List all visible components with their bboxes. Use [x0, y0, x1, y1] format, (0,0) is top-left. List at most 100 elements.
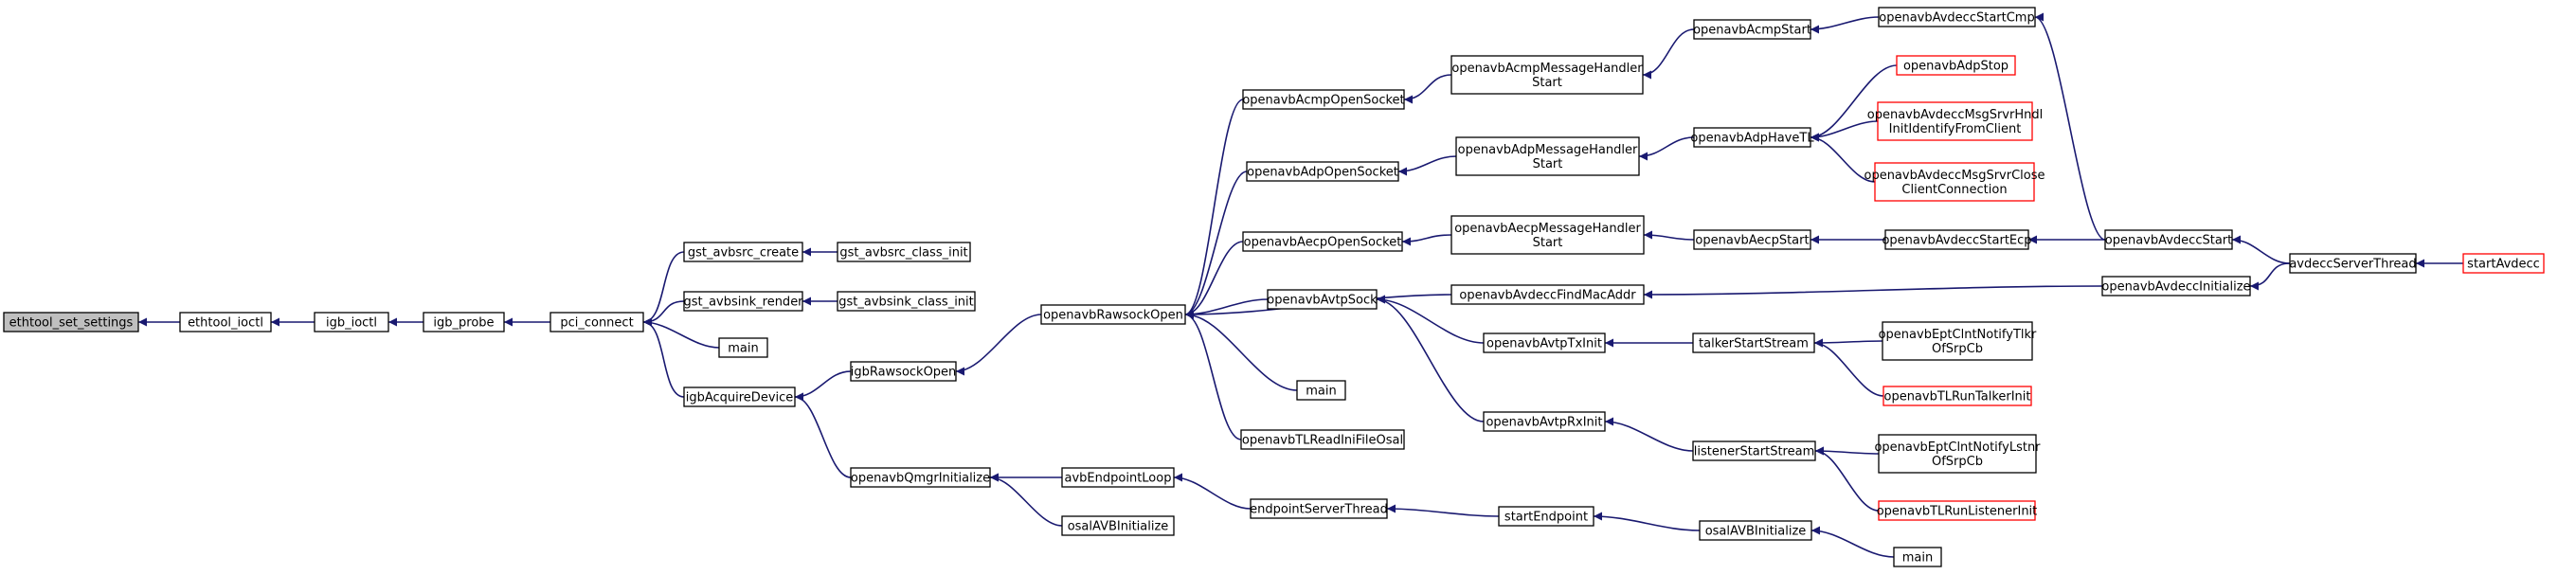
node-box	[683, 242, 803, 262]
node-avdecc-server-thread[interactable]: avdeccServerThread	[2289, 253, 2417, 274]
node-ethtool-ioctl[interactable]: ethtool_ioctl	[179, 312, 272, 332]
node-label: openavbAdpMessageHandler	[1458, 143, 1638, 157]
node-endpoint-server-thread[interactable]: endpointServerThread	[1250, 498, 1388, 519]
node-talker-start-stream[interactable]: talkerStartStream	[1692, 332, 1815, 353]
node-openavb-adp-open-socket[interactable]: openavbAdpOpenSocket	[1246, 161, 1399, 182]
node-box	[549, 312, 644, 332]
node-main-end[interactable]: main	[1893, 547, 1942, 567]
node-box	[1483, 332, 1606, 353]
node-openavb-acmp-start[interactable]: openavbAcmpStart	[1693, 19, 1811, 40]
edge-openavb-avtp-tx-init-to-openavb-avtp-sock	[1376, 295, 1485, 344]
node-box	[1240, 429, 1405, 450]
node-label: ClientConnection	[1901, 183, 2007, 197]
node-openavb-qmgr-initialize[interactable]: openavbQmgrInitialize	[850, 467, 991, 488]
node-openavb-avdecc-start[interactable]: openavbAvdeccStart	[2104, 229, 2233, 250]
node-openavb-avdecc-start-cmp[interactable]: openavbAvdeccStartCmp	[1878, 7, 2036, 27]
edge-layer	[138, 12, 2463, 558]
node-gst-avbsrc-create[interactable]: gst_avbsrc_create	[683, 242, 803, 262]
edge-openavb-acmp-open-socket-to-openavb-rawsock-open	[1184, 99, 1244, 319]
edge-gst-avbsink-render-to-pci-connect	[642, 300, 685, 327]
node-box	[1884, 229, 2029, 250]
edge-openavb-tlrun-listener-init-to-listener-start-stream	[1814, 446, 1880, 512]
edge-openavb-adp-stop-to-openavb-adp-have-tl	[1810, 64, 1898, 142]
edge-openavb-aecp-message-handler-start-to-openavb-aecp-open-socket	[1401, 234, 1452, 246]
edge-openavb-adp-message-handler-start-to-openavb-adp-open-socket	[1397, 155, 1457, 176]
node-openavb-rawsock-open[interactable]: openavbRawsockOpen	[1040, 304, 1186, 325]
node-openavb-avdecc-msg-srvr-hndl-init-identify-from-client[interactable]: openavbAvdeccMsgSrvrHndlInitIdentifyFrom…	[1867, 101, 2043, 141]
node-openavb-aecp-start[interactable]: openavbAecpStart	[1693, 229, 1811, 250]
node-gst-avbsink-class-init[interactable]: gst_avbsink_class_init	[837, 291, 976, 312]
node-openavb-adp-stop[interactable]: openavbAdpStop	[1896, 55, 2016, 76]
node-label: igb_probe	[433, 316, 494, 331]
edge-openavb-avdecc-start-to-openavb-avdecc-start-cmp	[2034, 12, 2106, 241]
node-label: main	[1306, 385, 1336, 399]
node-openavb-tlrun-talker-init[interactable]: openavbTLRunTalkerInit	[1882, 386, 2032, 406]
node-openavb-avdecc-msg-srvr-close-client-connection[interactable]: openavbAvdeccMsgSrvrCloseClientConnectio…	[1864, 162, 2045, 202]
node-openavb-tlread-ini-file-osal[interactable]: openavbTLReadIniFileOsal	[1240, 429, 1405, 450]
node-gst-avbsink-render[interactable]: gst_avbsink_render	[683, 291, 803, 312]
node-openavb-avtp-tx-init[interactable]: openavbAvtpTxInit	[1483, 332, 1606, 353]
node-osal-avbinitialize-2[interactable]: osalAVBInitialize	[1699, 520, 1812, 541]
node-box	[1483, 411, 1606, 432]
node-main-raw[interactable]: main	[1296, 380, 1346, 401]
node-label: talkerStartStream	[1699, 337, 1809, 351]
node-openavb-tlrun-listener-init[interactable]: openavbTLRunListenerInit	[1877, 500, 2038, 521]
node-igb-probe[interactable]: igb_probe	[423, 312, 505, 332]
edge-avdecc-server-thread-to-openavb-avdecc-start	[2231, 235, 2291, 264]
node-label: openavbTLRunTalkerInit	[1883, 390, 2030, 404]
node-box	[2104, 229, 2233, 250]
node-igb-ioctl[interactable]: igb_ioctl	[314, 312, 389, 332]
edge-openavb-adp-open-socket-to-openavb-rawsock-open	[1184, 171, 1248, 319]
edge-openavb-acmp-message-handler-start-to-openavb-acmp-open-socket	[1403, 74, 1452, 104]
node-openavb-avtp-rx-init[interactable]: openavbAvtpRxInit	[1483, 411, 1606, 432]
node-gst-avbsrc-class-init[interactable]: gst_avbsrc_class_init	[837, 242, 971, 262]
node-openavb-adp-have-tl[interactable]: openavbAdpHaveTL	[1690, 127, 1814, 148]
node-label: igbAcquireDevice	[686, 391, 794, 405]
node-main-pci[interactable]: main	[718, 337, 768, 358]
node-box	[1450, 215, 1645, 255]
node-openavb-avdecc-start-ecp[interactable]: openavbAvdeccStartEcp	[1882, 229, 2032, 250]
node-box	[3, 312, 139, 332]
edge-osal-avbinitialize-2-to-start-endpoint	[1593, 512, 1701, 531]
node-layer: ethtool_set_settings ethtool_ioctl igb_ioc…	[3, 7, 2545, 567]
node-label: igbRawsockOpen	[851, 366, 957, 380]
node-box	[2462, 253, 2545, 274]
node-avb-endpoint-loop[interactable]: avbEndpointLoop	[1061, 467, 1175, 488]
node-igb-acquire-device[interactable]: igbAcquireDevice	[683, 386, 796, 407]
node-label: openavbEptClntNotifyLstnr	[1874, 440, 2041, 455]
node-label: Start	[1533, 236, 1563, 250]
node-label: avbEndpointLoop	[1065, 472, 1172, 486]
node-box	[850, 467, 991, 488]
node-igb-rawsock-open[interactable]: igbRawsockOpen	[850, 361, 957, 382]
node-box	[1242, 231, 1403, 252]
node-pci-connect[interactable]: pci_connect	[549, 312, 644, 332]
node-ethtool-set-settings[interactable]: ethtool_set_settings	[3, 312, 139, 332]
node-box	[1878, 434, 2037, 474]
node-openavb-acmp-open-socket[interactable]: openavbAcmpOpenSocket	[1242, 89, 1405, 110]
node-box	[1896, 55, 2016, 76]
edge-start-endpoint-to-endpoint-server-thread	[1386, 504, 1500, 517]
node-label: openavbAvdeccStartCmp	[1879, 11, 2034, 26]
edge-openavb-rawsock-open-to-igb-rawsock-open	[955, 314, 1042, 376]
node-box	[1450, 284, 1645, 305]
node-listener-start-stream[interactable]: listenerStartStream	[1692, 440, 1816, 461]
node-openavb-avdecc-initialize[interactable]: openavbAvdeccInitialize	[2101, 276, 2251, 296]
node-label: InitIdentifyFromClient	[1889, 122, 2022, 136]
node-box	[1246, 161, 1399, 182]
node-label: endpointServerThread	[1250, 503, 1388, 517]
node-label: openavbAdpHaveTL	[1690, 132, 1814, 146]
node-openavb-avdecc-find-mac-addr[interactable]: openavbAvdeccFindMacAddr	[1450, 284, 1645, 305]
node-openavb-aecp-open-socket[interactable]: openavbAecpOpenSocket	[1242, 231, 1403, 252]
node-label: openavbAecpStart	[1695, 234, 1809, 248]
node-box	[2289, 253, 2417, 274]
node-openavb-avtp-sock[interactable]: openavbAvtpSock	[1267, 289, 1378, 310]
node-start-endpoint[interactable]: startEndpoint	[1498, 506, 1594, 527]
node-start-avdecc[interactable]: startAvdecc	[2462, 253, 2545, 274]
node-box	[1699, 520, 1812, 541]
node-osal-avbinitialize-1[interactable]: osalAVBInitialize	[1061, 515, 1175, 536]
